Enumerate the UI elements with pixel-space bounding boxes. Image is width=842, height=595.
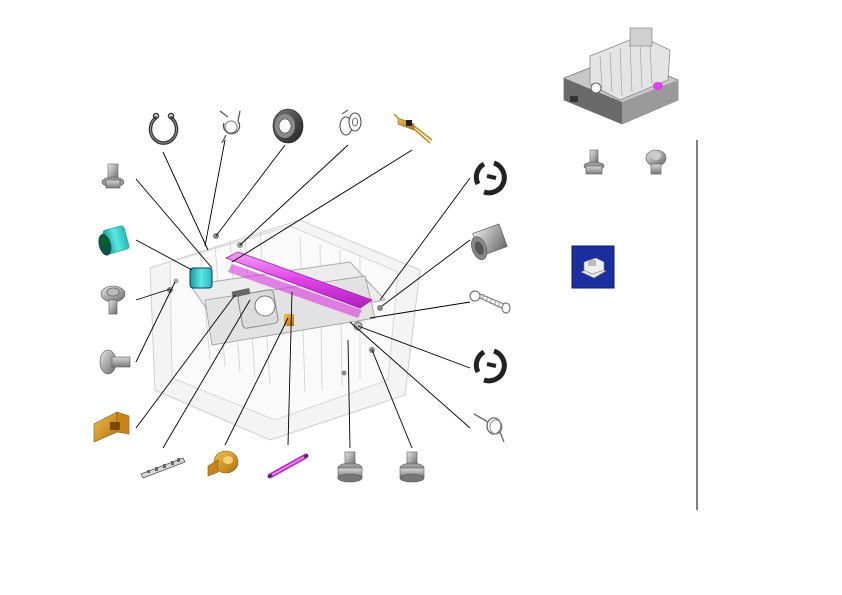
- bushing-icon[interactable]: [468, 223, 508, 262]
- small-bearing-pair-icon[interactable]: [339, 109, 362, 136]
- thermistor-icon[interactable]: [393, 113, 433, 144]
- sensor-board-icon[interactable]: [140, 457, 186, 479]
- screw-icon[interactable]: [583, 149, 605, 175]
- e-ring-icon[interactable]: [473, 348, 507, 384]
- snap-ring-icon[interactable]: [148, 112, 179, 145]
- heater-lamp-icon[interactable]: [267, 453, 309, 479]
- e-ring-icon[interactable]: [473, 160, 507, 196]
- shoulder-screw-icon[interactable]: [99, 349, 131, 375]
- spring-clip-icon[interactable]: [219, 110, 241, 144]
- sensor-button[interactable]: [571, 245, 615, 289]
- stepped-screw-icon[interactable]: [337, 451, 363, 483]
- bracket-icon[interactable]: [93, 411, 130, 443]
- tension-spring-icon[interactable]: [469, 290, 511, 314]
- bearing-icon[interactable]: [272, 108, 304, 144]
- screw-icon[interactable]: [399, 451, 425, 483]
- leader-lines: [135, 139, 471, 449]
- washer-screw-icon[interactable]: [100, 285, 126, 315]
- shoulder-screw-icon[interactable]: [645, 149, 667, 175]
- torsion-spring-icon[interactable]: [473, 413, 505, 443]
- cylindrical-collar-icon[interactable]: [96, 225, 130, 257]
- fuser-assembly: [149, 219, 421, 441]
- fuser-unit-thumbnail[interactable]: [560, 20, 680, 130]
- thermostat-icon[interactable]: [207, 450, 239, 477]
- screw-icon[interactable]: [101, 163, 125, 189]
